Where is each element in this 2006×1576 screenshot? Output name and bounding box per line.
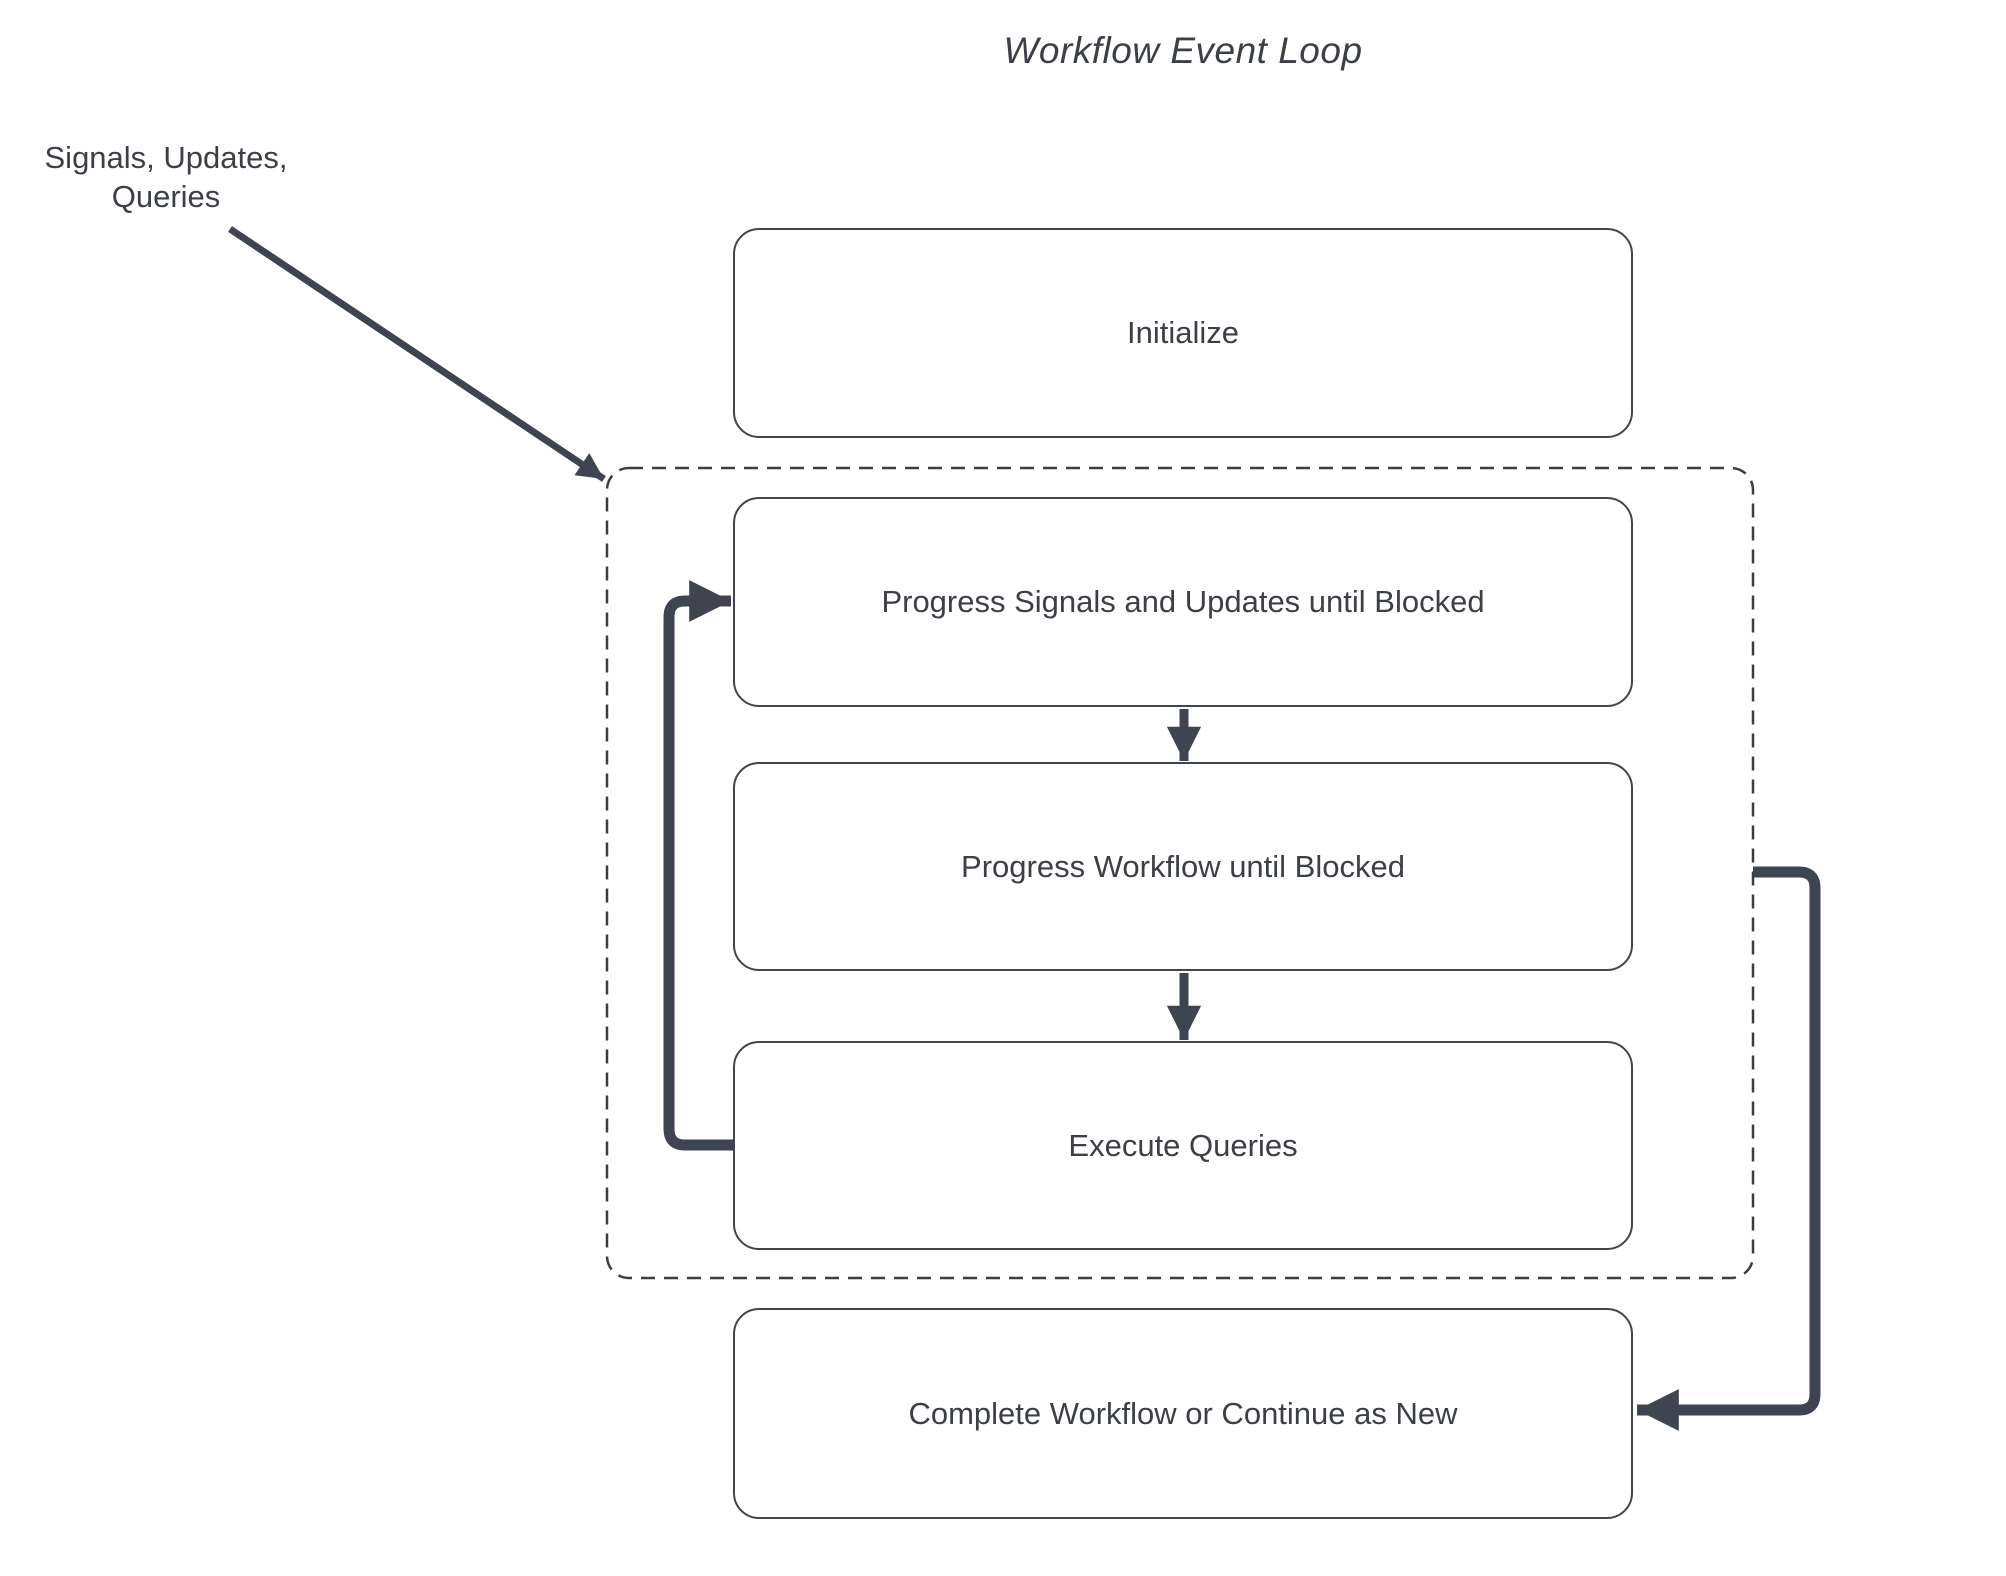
diagram-title: Workflow Event Loop bbox=[1003, 30, 1363, 71]
edge-execute-queries-to-progress-signals-loop-arrow bbox=[663, 580, 733, 1151]
node-progress-signals: Progress Signals and Updates until Block… bbox=[733, 497, 1633, 707]
input-label-line2: Queries bbox=[111, 179, 221, 214]
input-label: Signals, Updates, Queries bbox=[18, 138, 314, 216]
edge-event-loop-to-complete-workflow-arrow bbox=[1637, 866, 1821, 1431]
input-label-line1: Signals, Updates, bbox=[44, 140, 288, 175]
node-execute-queries: Execute Queries bbox=[733, 1041, 1633, 1250]
node-progress-workflow: Progress Workflow until Blocked bbox=[733, 762, 1633, 971]
edge-input-to-event-loop-arrow bbox=[228, 226, 606, 482]
node-complete-workflow: Complete Workflow or Continue as New bbox=[733, 1308, 1633, 1519]
node-initialize: Initialize bbox=[733, 228, 1633, 438]
